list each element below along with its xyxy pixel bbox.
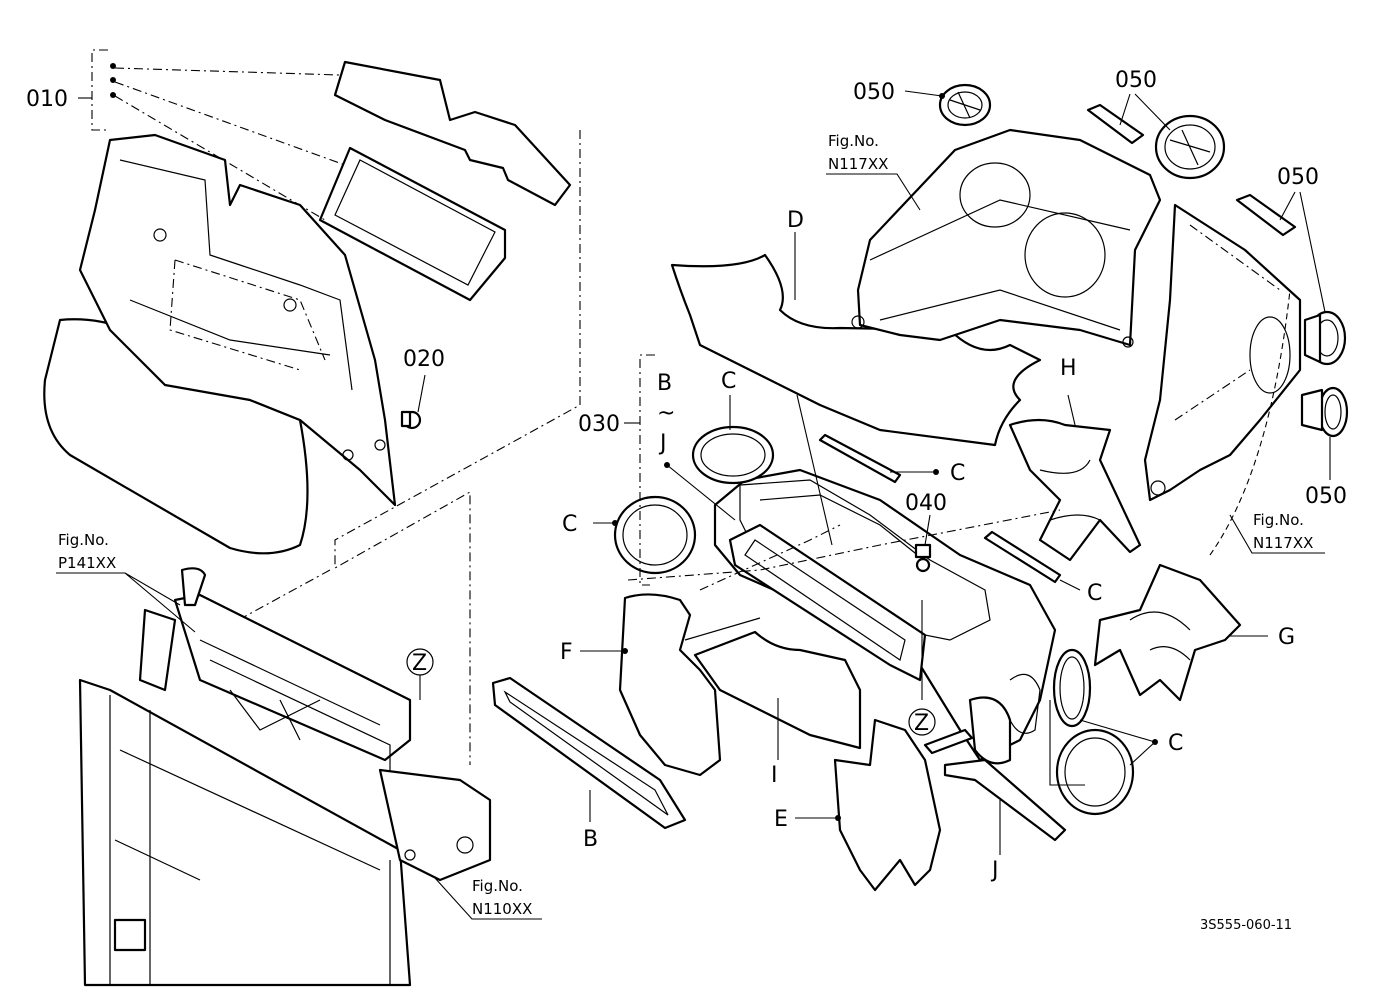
fig-ref-n110xx: Fig.No. N110XX: [434, 877, 542, 920]
knob-020: [400, 410, 422, 430]
label-C5: C: [1168, 731, 1183, 756]
ring-C-top: [691, 425, 775, 485]
label-Z2: Z: [914, 711, 929, 736]
part-B: [491, 676, 687, 830]
bottom-block: [113, 918, 147, 952]
svg-text:N117XX: N117XX: [828, 155, 888, 173]
hook-rod: [180, 567, 207, 607]
cover-panel-assembly: 010 020: [26, 49, 581, 765]
drawing-code: 3S555-060-11: [1200, 918, 1292, 933]
part-F: [618, 593, 722, 777]
range-bottom: J: [658, 431, 667, 456]
label-C3: C: [950, 461, 965, 486]
label-F: F: [560, 640, 573, 665]
svg-text:Fig.No.: Fig.No.: [828, 132, 879, 150]
frame-filter: [318, 146, 507, 302]
seal-C-1: [818, 433, 902, 484]
label-Z1: Z: [412, 651, 427, 676]
callout-050-b: 050: [1115, 68, 1157, 93]
callout-050-d: 050: [1305, 484, 1347, 509]
part-J-2: [943, 758, 1067, 842]
bracket-housing: [173, 593, 412, 762]
ring-C-right-2: [1055, 728, 1135, 816]
housing-shell: [856, 128, 1162, 347]
part-D: [670, 253, 1042, 447]
svg-text:N110XX: N110XX: [472, 900, 532, 918]
label-C2: C: [562, 512, 577, 537]
grille-050-b: [1154, 114, 1226, 180]
callout-020: 020: [403, 347, 445, 372]
label-D: D: [787, 208, 804, 233]
upper-housing: 050 050 050 050: [851, 68, 1349, 509]
frame-outer: [78, 678, 412, 987]
part-G: [1093, 563, 1242, 702]
svg-text:P141XX: P141XX: [58, 554, 116, 572]
label-I: I: [771, 763, 778, 788]
label-J: J: [990, 858, 999, 883]
label-C1: C: [721, 369, 736, 394]
vent-050-a: [1086, 103, 1145, 145]
part-J-1: [923, 728, 974, 755]
side-plate: [1143, 203, 1302, 502]
fig-ref-n117xx-right: Fig.No. N117XX: [1209, 289, 1325, 556]
callout-030: 030: [578, 412, 620, 437]
svg-text:Fig.No.: Fig.No.: [472, 877, 523, 895]
callout-040: 040: [905, 491, 947, 516]
seal-C-2: [983, 530, 1062, 584]
label-C4: C: [1087, 581, 1102, 606]
svg-text:Fig.No.: Fig.No.: [1253, 511, 1304, 529]
range-tilde: ~: [657, 401, 675, 426]
svg-text:N117XX: N117XX: [1253, 534, 1313, 552]
left-plate: [138, 608, 177, 692]
callout-050-c: 050: [1277, 165, 1319, 190]
cab-frame: Z: [78, 567, 492, 987]
fig-ref-p141xx: Fig.No. P141XX: [56, 531, 196, 633]
inner-frame: [728, 523, 927, 682]
svg-text:Fig.No.: Fig.No.: [58, 531, 109, 549]
duct-assembly: 040 030 B ~ J Z: [491, 253, 1242, 892]
part-I: [693, 630, 862, 750]
grille-050-a: [938, 83, 992, 127]
label-E: E: [774, 807, 788, 832]
nozzle-050-a: [1303, 310, 1347, 366]
upper-plate: [333, 60, 572, 207]
vent-050-b: [1235, 193, 1297, 237]
part-letters: D C C C C C H G F I E B J: [560, 208, 1295, 883]
callout-050-a: 050: [853, 80, 895, 105]
label-G: G: [1278, 625, 1295, 650]
part-E: [833, 718, 942, 892]
ring-C-left: [613, 495, 697, 575]
duct-outlet: [968, 696, 1012, 765]
part-H: [1008, 418, 1142, 562]
label-H: H: [1060, 356, 1077, 381]
back-panel: [78, 133, 397, 507]
label-B: B: [583, 827, 598, 852]
nozzle-050-b: [1300, 386, 1349, 438]
callout-010: 010: [26, 87, 68, 112]
fig-ref-n117xx-top: Fig.No. N117XX: [826, 132, 921, 211]
range-top: B: [657, 371, 672, 396]
bolt-040: [914, 543, 932, 573]
